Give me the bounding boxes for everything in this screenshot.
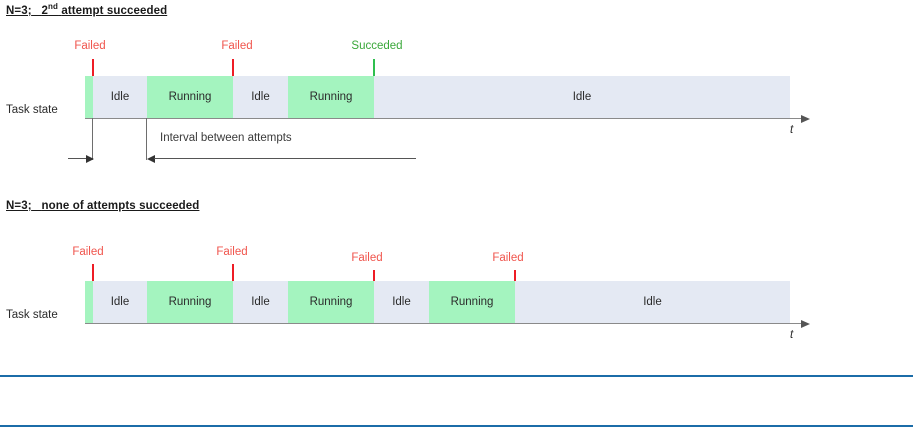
panel-1-title-number: 2 <box>41 5 49 17</box>
time-axis-arrow-icon-1 <box>801 115 810 123</box>
interval-drop-line-end <box>146 118 147 160</box>
event-label-failed-1: Failed <box>74 40 106 52</box>
panel-2-timeline: Idle Running Idle Running Idle Running I… <box>0 281 913 323</box>
interval-drop-line-start <box>92 118 93 160</box>
interval-arrow-right-icon <box>86 155 94 163</box>
panel-2-title: N=3; none of attempts succeeded <box>6 200 199 212</box>
interval-arrow-line-right <box>154 158 416 159</box>
segment-idle-p2-4: Idle <box>515 281 790 323</box>
segment-lead <box>85 76 93 118</box>
segment-running-1: Running <box>147 76 233 118</box>
panel-1-title-suffix: attempt succeeded <box>61 5 168 17</box>
panel-2-row-label: Task state <box>6 309 58 321</box>
segment-idle-2: Idle <box>233 76 288 118</box>
interval-annotation-label: Interval between attempts <box>160 132 292 144</box>
segment-running-p2-3: Running <box>429 281 515 323</box>
segment-idle-p2-1: Idle <box>93 281 147 323</box>
panel-1-row-label: Task state <box>6 104 58 116</box>
event-label-failed-p2-3: Failed <box>351 252 383 264</box>
time-axis-label-1: t <box>790 124 794 136</box>
panel-1-baseline <box>85 118 803 119</box>
event-label-failed-2: Failed <box>221 40 253 52</box>
segment-idle-p2-2: Idle <box>233 281 288 323</box>
event-label-failed-p2-4: Failed <box>492 252 524 264</box>
footer-rule-top <box>0 375 913 377</box>
segment-idle-p2-3: Idle <box>374 281 429 323</box>
time-axis-arrow-icon-2 <box>801 320 810 328</box>
segment-lead-p2 <box>85 281 93 323</box>
event-label-succeded: Succeded <box>351 40 403 52</box>
event-label-failed-p2-1: Failed <box>72 246 104 258</box>
interval-arrow-left-icon <box>147 155 155 163</box>
event-label-failed-p2-2: Failed <box>216 246 248 258</box>
segment-running-p2-2: Running <box>288 281 374 323</box>
interval-arrow-line-left <box>68 158 93 159</box>
panel-2-title-prefix: N=3; <box>6 200 32 212</box>
segment-running-p2-1: Running <box>147 281 233 323</box>
segment-idle-3: Idle <box>374 76 790 118</box>
segment-idle-1: Idle <box>93 76 147 118</box>
footer-rule-bottom <box>0 425 913 427</box>
panel-1-title-superscript: nd <box>48 2 59 12</box>
time-axis-label-2: t <box>790 329 794 341</box>
panel-1-timeline: Idle Running Idle Running Idle <box>0 76 913 118</box>
panel-2-baseline <box>85 323 803 324</box>
segment-running-2: Running <box>288 76 374 118</box>
panel-1-title-prefix: N=3; <box>6 5 32 17</box>
panel-2-title-suffix: none of attempts succeeded <box>41 200 200 212</box>
panel-1-title: N=3; 2nd attempt succeeded <box>6 2 168 17</box>
